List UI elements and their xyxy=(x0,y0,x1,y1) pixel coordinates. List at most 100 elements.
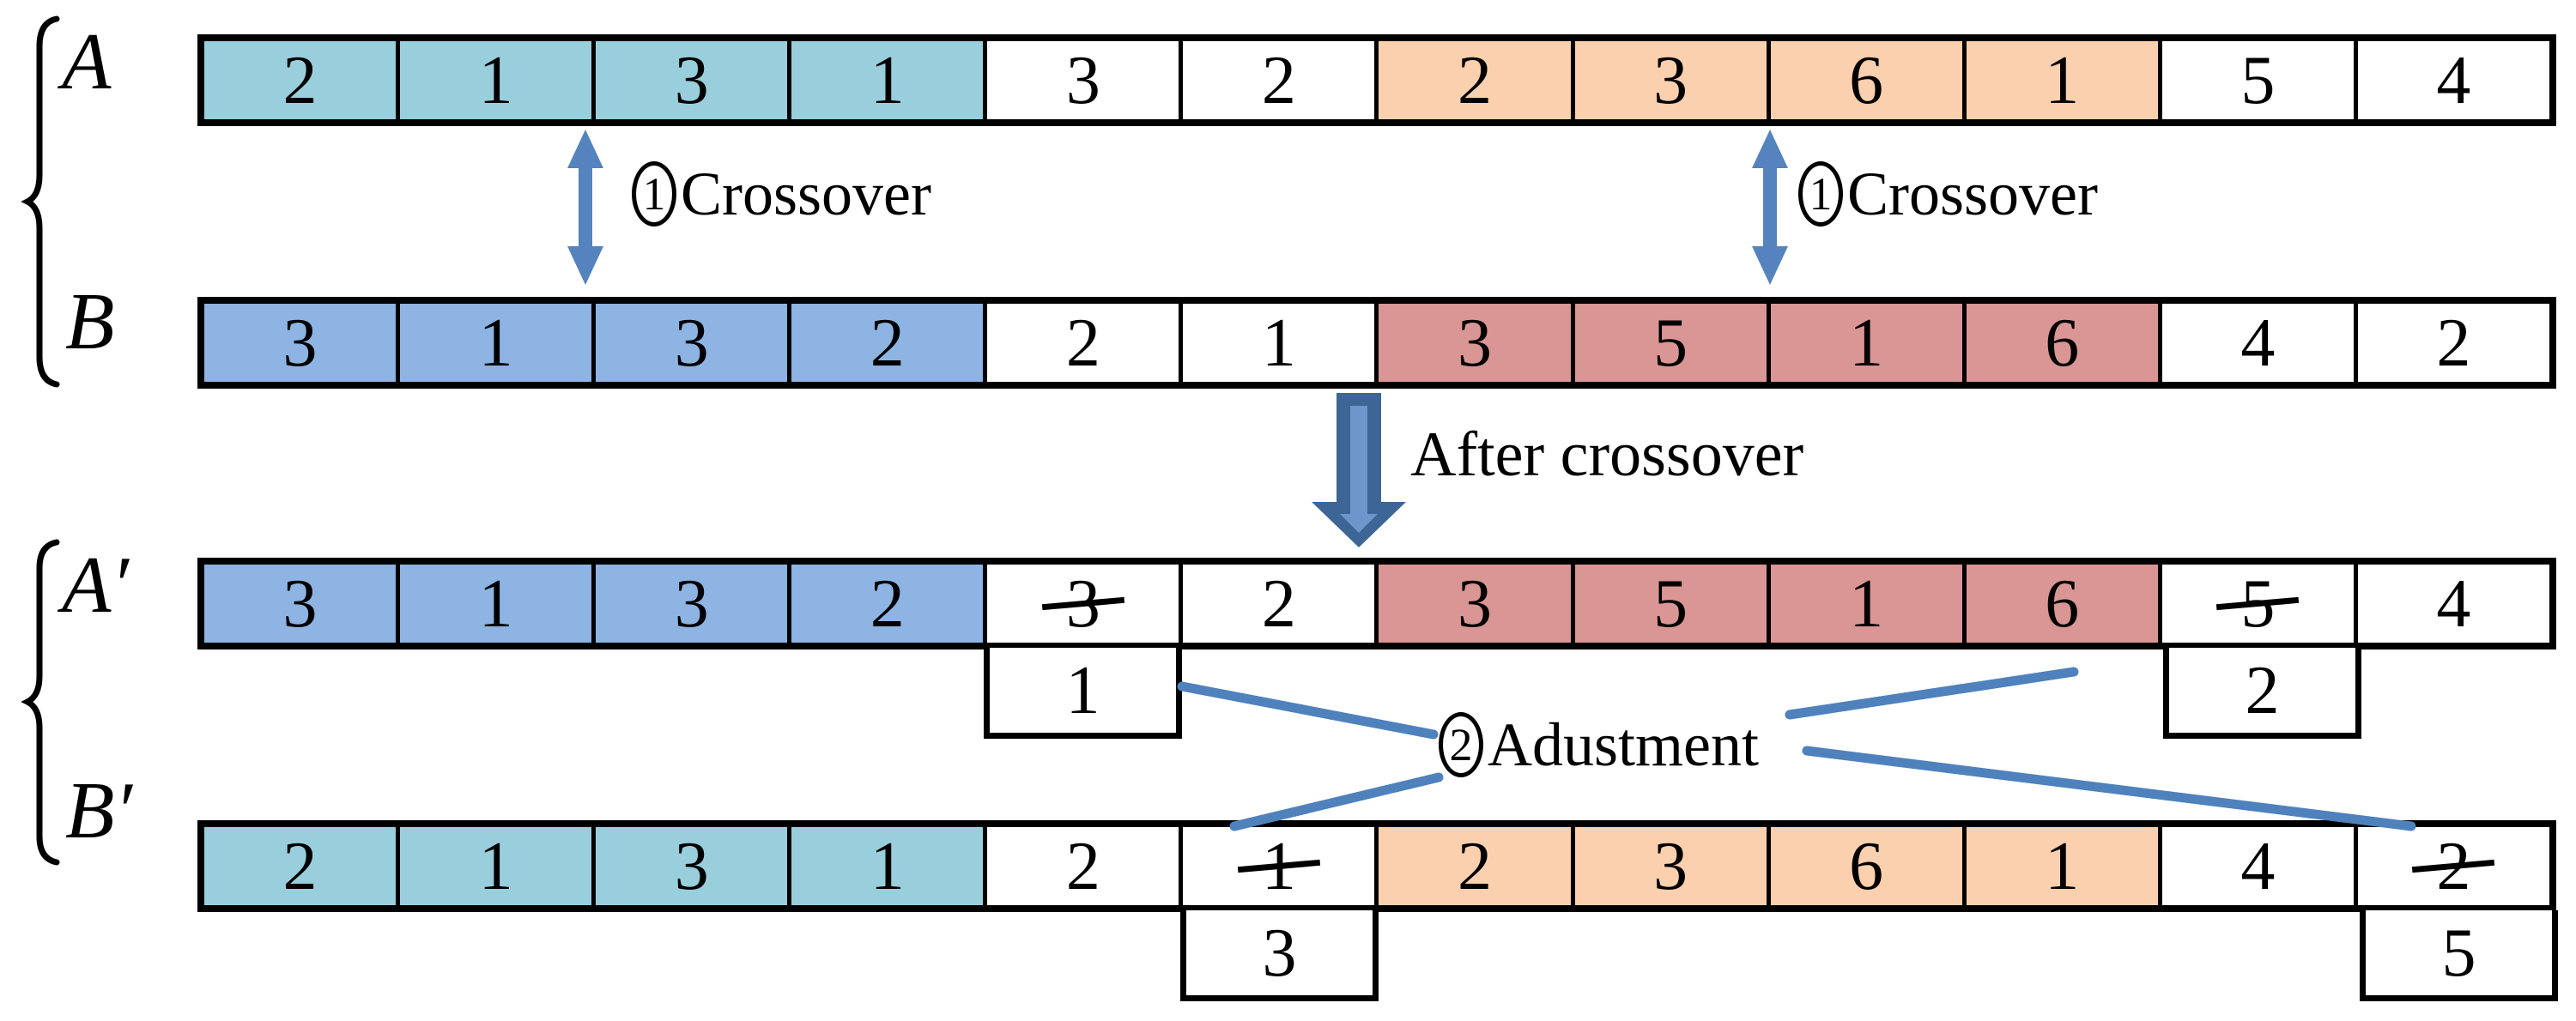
gene-cell: 4 xyxy=(2353,565,2549,643)
gene-cell: 3 xyxy=(1374,304,1571,382)
gene-value: 3 xyxy=(1262,915,1297,991)
adjustment-pending-cell: 5 xyxy=(2360,910,2558,1001)
gene-cell: 3 xyxy=(1374,565,1571,643)
gene-cell: 2 xyxy=(983,304,1179,382)
gene-value: 5 xyxy=(1653,305,1688,381)
after-crossover-label-text: After crossover xyxy=(1410,420,1804,490)
gene-value: 3 xyxy=(1653,42,1688,118)
gene-value: 5 xyxy=(2441,915,2476,991)
crossover-arrow-right-icon xyxy=(1752,130,1788,285)
gene-cell: 6 xyxy=(1766,41,1962,119)
gene-cell: 1 xyxy=(396,41,592,119)
step-1-circled-icon: 1 xyxy=(1798,161,1843,227)
gene-cell: 4 xyxy=(2157,827,2354,905)
gene-value: 2 xyxy=(282,828,318,904)
gene-cell: 3 xyxy=(1570,41,1767,119)
gene-value: 5 xyxy=(2240,42,2276,118)
gene-value: 3 xyxy=(674,565,709,642)
parent-a-label: A xyxy=(62,17,112,106)
parent-b-label: B xyxy=(65,277,115,366)
gene-value: 2 xyxy=(2436,305,2471,381)
gene-value: 6 xyxy=(2045,565,2080,642)
gene-cell: 6 xyxy=(1961,565,2158,643)
gene-cell: 3 xyxy=(591,827,788,905)
gene-value-struck: 2 xyxy=(2436,828,2471,904)
gene-cell: 2 xyxy=(1374,41,1571,119)
gene-cell: 5 xyxy=(1570,304,1767,382)
gene-value: 2 xyxy=(870,565,905,642)
gene-cell: 3 xyxy=(204,565,397,643)
crossover-label-right-text: Crossover xyxy=(1847,160,2098,228)
crossover-label-left: 1 Crossover xyxy=(632,160,931,228)
gene-value: 2 xyxy=(870,305,905,381)
crossover-label-right: 1 Crossover xyxy=(1798,160,2098,228)
gene-value: 1 xyxy=(478,305,513,381)
gene-value-struck: 5 xyxy=(2240,565,2276,642)
gene-cell: 2 xyxy=(983,827,1179,905)
chromosome-row-a: 2 1 3 1 3 2 2 3 6 1 5 4 xyxy=(197,34,2556,126)
after-crossover-label: After crossover xyxy=(1410,420,1803,489)
gene-value: 1 xyxy=(478,42,513,118)
gene-cell: 2 xyxy=(204,827,397,905)
gene-cell: 3 xyxy=(983,41,1179,119)
gene-value: 2 xyxy=(1261,565,1296,642)
gene-cell: 1 xyxy=(1766,304,1962,382)
gene-cell: 1 xyxy=(396,827,592,905)
gene-value: 3 xyxy=(1653,828,1688,904)
gene-cell: 2 xyxy=(1374,827,1571,905)
gene-cell: 2 xyxy=(1179,41,1375,119)
gene-value: 3 xyxy=(282,305,318,381)
adjustment-label-text: Adustment xyxy=(1488,710,1759,779)
child-a-prime-label: A′ xyxy=(62,541,129,630)
after-crossover-arrow-icon xyxy=(1312,393,1406,547)
gene-cell: 2 xyxy=(2353,304,2549,382)
gene-value: 1 xyxy=(870,828,905,904)
gene-value: 1 xyxy=(1849,565,1884,642)
gene-value: 1 xyxy=(2045,42,2080,118)
gene-cell: 1 xyxy=(787,827,984,905)
gene-cell: 1 xyxy=(1961,41,2158,119)
gene-cell: 2 xyxy=(204,41,397,119)
gene-value: 2 xyxy=(2245,652,2280,728)
adjustment-pending-cell: 3 xyxy=(1180,910,1379,1001)
gene-cell: 5 xyxy=(1570,565,1767,643)
gene-cell: 6 xyxy=(1961,304,2158,382)
gene-value: 1 xyxy=(1065,652,1100,728)
step-2-circled-icon: 2 xyxy=(1439,712,1483,777)
gene-cell: 3 xyxy=(591,41,788,119)
gene-cell: 2 xyxy=(2353,827,2549,905)
group-brace-top xyxy=(21,15,60,388)
gene-value: 2 xyxy=(1065,305,1100,381)
gene-cell: 4 xyxy=(2157,304,2354,382)
gene-value: 3 xyxy=(1458,565,1492,642)
gene-cell: 4 xyxy=(2353,41,2549,119)
gene-value: 4 xyxy=(2240,828,2276,904)
gene-cell: 1 xyxy=(1179,304,1375,382)
adjustment-label: 2 Adustment xyxy=(1439,710,1759,779)
adjustment-pending-cell: 2 xyxy=(2163,648,2361,739)
gene-cell: 1 xyxy=(396,565,592,643)
gene-value: 1 xyxy=(2045,828,2080,904)
gene-value: 1 xyxy=(1261,305,1296,381)
gene-value: 2 xyxy=(1261,42,1296,118)
gene-value: 5 xyxy=(1653,565,1688,642)
after-crossover-arrow-inner-icon xyxy=(1340,406,1378,533)
gene-value: 3 xyxy=(1065,42,1100,118)
gene-value: 2 xyxy=(1458,42,1492,118)
gene-value: 1 xyxy=(870,42,905,118)
gene-cell: 3 xyxy=(1570,827,1767,905)
gene-cell: 3 xyxy=(591,304,788,382)
gene-cell: 1 xyxy=(1179,827,1375,905)
crossover-arrow-left-icon xyxy=(567,130,603,285)
adjustment-line-lower-left xyxy=(1229,772,1444,831)
group-brace-bottom xyxy=(21,539,60,866)
gene-value: 1 xyxy=(478,828,513,904)
adjustment-pending-cell: 1 xyxy=(984,648,1182,739)
adjustment-line-upper-left xyxy=(1177,681,1439,740)
gene-value: 4 xyxy=(2436,565,2471,642)
gene-cell: 1 xyxy=(1961,827,2158,905)
gene-value: 6 xyxy=(1849,828,1884,904)
